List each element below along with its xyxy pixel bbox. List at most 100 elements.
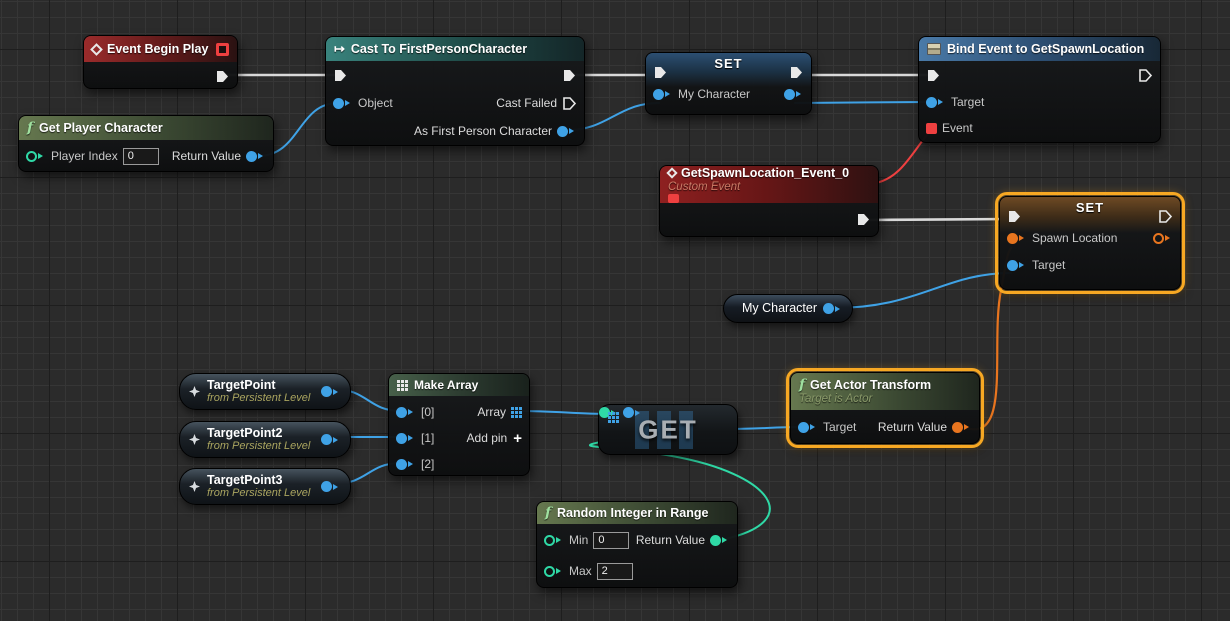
delegate-out-pin[interactable] bbox=[668, 194, 679, 203]
target-pin[interactable] bbox=[798, 421, 818, 433]
spawn-location-label: Spawn Location bbox=[1032, 231, 1118, 245]
player-index-label: Player Index bbox=[51, 149, 118, 163]
node-cast-to-firstpersoncharacter[interactable]: ↦ Cast To FirstPersonCharacter Object Ca… bbox=[325, 36, 585, 146]
node-get-targetpoint3[interactable]: TargetPoint3 from Persistent Level bbox=[179, 468, 351, 505]
exec-out-pin[interactable] bbox=[856, 212, 871, 227]
return-value-pin[interactable] bbox=[246, 150, 266, 162]
max-input[interactable] bbox=[596, 562, 633, 580]
my-character-out-pin[interactable] bbox=[823, 303, 843, 314]
object-label: Object bbox=[358, 96, 393, 110]
return-value-pin[interactable] bbox=[952, 421, 972, 433]
targetpoint3-out-pin[interactable] bbox=[321, 481, 341, 492]
variable-subtitle: from Persistent Level bbox=[207, 487, 311, 500]
array-icon bbox=[397, 379, 408, 391]
exec-in-pin[interactable] bbox=[926, 68, 941, 83]
return-value-label: Return Value bbox=[877, 420, 947, 434]
array-element-1-pin[interactable] bbox=[396, 432, 416, 444]
min-label: Min bbox=[569, 533, 589, 547]
event-icon bbox=[90, 42, 103, 56]
cast-failed-label: Cast Failed bbox=[496, 96, 557, 110]
custom-event-icon bbox=[666, 167, 678, 179]
my-character-in-pin[interactable] bbox=[653, 88, 673, 100]
node-title: Make Array bbox=[414, 378, 479, 392]
array-element-2-label: [2] bbox=[421, 457, 435, 471]
variable-name: My Character bbox=[741, 300, 817, 315]
exec-out-pin[interactable] bbox=[215, 69, 230, 84]
node-header: f Random Integer in Range bbox=[537, 502, 737, 524]
node-bind-event-to-getspawnlocation[interactable]: Bind Event to GetSpawnLocation Target Ev… bbox=[918, 36, 1161, 143]
my-character-out-pin[interactable] bbox=[784, 88, 804, 100]
spawn-location-in-pin[interactable] bbox=[1007, 232, 1027, 244]
bind-event-icon bbox=[927, 43, 941, 55]
node-set-spawn-location[interactable]: SET Spawn Location Target bbox=[995, 192, 1185, 294]
exec-out-pin[interactable] bbox=[1138, 68, 1153, 83]
return-value-pin[interactable] bbox=[710, 534, 730, 546]
node-set-my-character[interactable]: SET My Character bbox=[645, 52, 812, 115]
exec-in-pin[interactable] bbox=[653, 65, 668, 80]
node-get-targetpoint[interactable]: TargetPoint from Persistent Level bbox=[179, 373, 351, 410]
add-pin-label: Add pin bbox=[466, 431, 508, 445]
exec-out-pin[interactable] bbox=[1158, 209, 1173, 224]
element-out-pin[interactable] bbox=[623, 407, 643, 418]
min-pin[interactable] bbox=[544, 534, 564, 546]
array-element-1-label: [1] bbox=[421, 431, 435, 445]
node-array-get[interactable]: GET bbox=[598, 404, 738, 455]
node-make-array[interactable]: Make Array [0] Array [1] Add pin bbox=[388, 373, 530, 476]
node-header: f Get Actor Transform Target is Actor bbox=[791, 373, 979, 410]
cast-failed-exec-pin[interactable] bbox=[562, 96, 577, 111]
node-title: Event Begin Play bbox=[107, 42, 209, 56]
event-delegate-pin[interactable] bbox=[926, 122, 937, 134]
targetpoint-out-pin[interactable] bbox=[321, 386, 341, 397]
node-title: SET bbox=[1075, 200, 1105, 215]
object-pin[interactable] bbox=[333, 97, 353, 109]
node-event-begin-play[interactable]: Event Begin Play bbox=[83, 35, 238, 89]
node-header bbox=[1000, 197, 1180, 233]
node-header: Make Array bbox=[389, 374, 529, 396]
variable-subtitle: from Persistent Level bbox=[207, 440, 311, 453]
return-value-label: Return Value bbox=[635, 533, 705, 547]
actor-icon bbox=[189, 481, 200, 492]
exec-out-pin[interactable] bbox=[562, 68, 577, 83]
array-in-pin[interactable] bbox=[608, 412, 619, 423]
node-random-integer-in-range[interactable]: f Random Integer in Range Min Return Val… bbox=[536, 501, 738, 588]
node-header: Bind Event to GetSpawnLocation bbox=[919, 37, 1160, 61]
node-get-targetpoint2[interactable]: TargetPoint2 from Persistent Level bbox=[179, 421, 351, 458]
delegate-out-pin[interactable] bbox=[216, 42, 229, 56]
node-header: ↦ Cast To FirstPersonCharacter bbox=[326, 37, 584, 61]
actor-icon bbox=[189, 386, 200, 397]
node-title: SET bbox=[714, 56, 743, 71]
node-get-my-character[interactable]: My Character bbox=[723, 294, 853, 323]
player-index-input[interactable] bbox=[122, 147, 159, 165]
as-first-person-character-pin[interactable] bbox=[557, 125, 577, 137]
exec-in-pin[interactable] bbox=[333, 68, 348, 83]
actor-icon bbox=[189, 434, 200, 445]
target-pin[interactable] bbox=[1007, 259, 1027, 271]
array-element-0-pin[interactable] bbox=[396, 406, 416, 418]
variable-name: TargetPoint3 bbox=[207, 472, 283, 487]
node-get-player-character[interactable]: f Get Player Character Player Index Retu… bbox=[18, 115, 274, 172]
node-title: Cast To FirstPersonCharacter bbox=[350, 42, 528, 56]
target-label: Target bbox=[1032, 258, 1066, 272]
player-index-pin[interactable] bbox=[26, 150, 46, 162]
add-pin-icon[interactable]: + bbox=[513, 429, 522, 447]
max-label: Max bbox=[569, 564, 592, 578]
node-getspawnlocation-event-0[interactable]: GetSpawnLocation_Event_0 Custom Event bbox=[659, 165, 879, 237]
array-element-0-label: [0] bbox=[421, 405, 435, 419]
exec-out-pin[interactable] bbox=[789, 65, 804, 80]
node-title: Get Actor Transform bbox=[810, 378, 932, 392]
exec-in-pin[interactable] bbox=[1007, 209, 1022, 224]
node-header: Event Begin Play bbox=[84, 36, 237, 62]
max-pin[interactable] bbox=[544, 565, 564, 577]
array-element-2-pin[interactable] bbox=[396, 458, 416, 470]
cast-icon: ↦ bbox=[334, 41, 345, 56]
my-character-label: My Character bbox=[678, 87, 751, 101]
spawn-location-out-pin[interactable] bbox=[1153, 232, 1173, 244]
target-pin[interactable] bbox=[926, 96, 946, 108]
array-out-pin[interactable] bbox=[511, 406, 522, 418]
node-title: Get Player Character bbox=[39, 121, 163, 135]
array-out-label: Array bbox=[477, 405, 506, 419]
node-get-actor-transform[interactable]: f Get Actor Transform Target is Actor Ta… bbox=[786, 368, 984, 448]
min-input[interactable] bbox=[593, 531, 630, 549]
targetpoint2-out-pin[interactable] bbox=[321, 434, 341, 445]
